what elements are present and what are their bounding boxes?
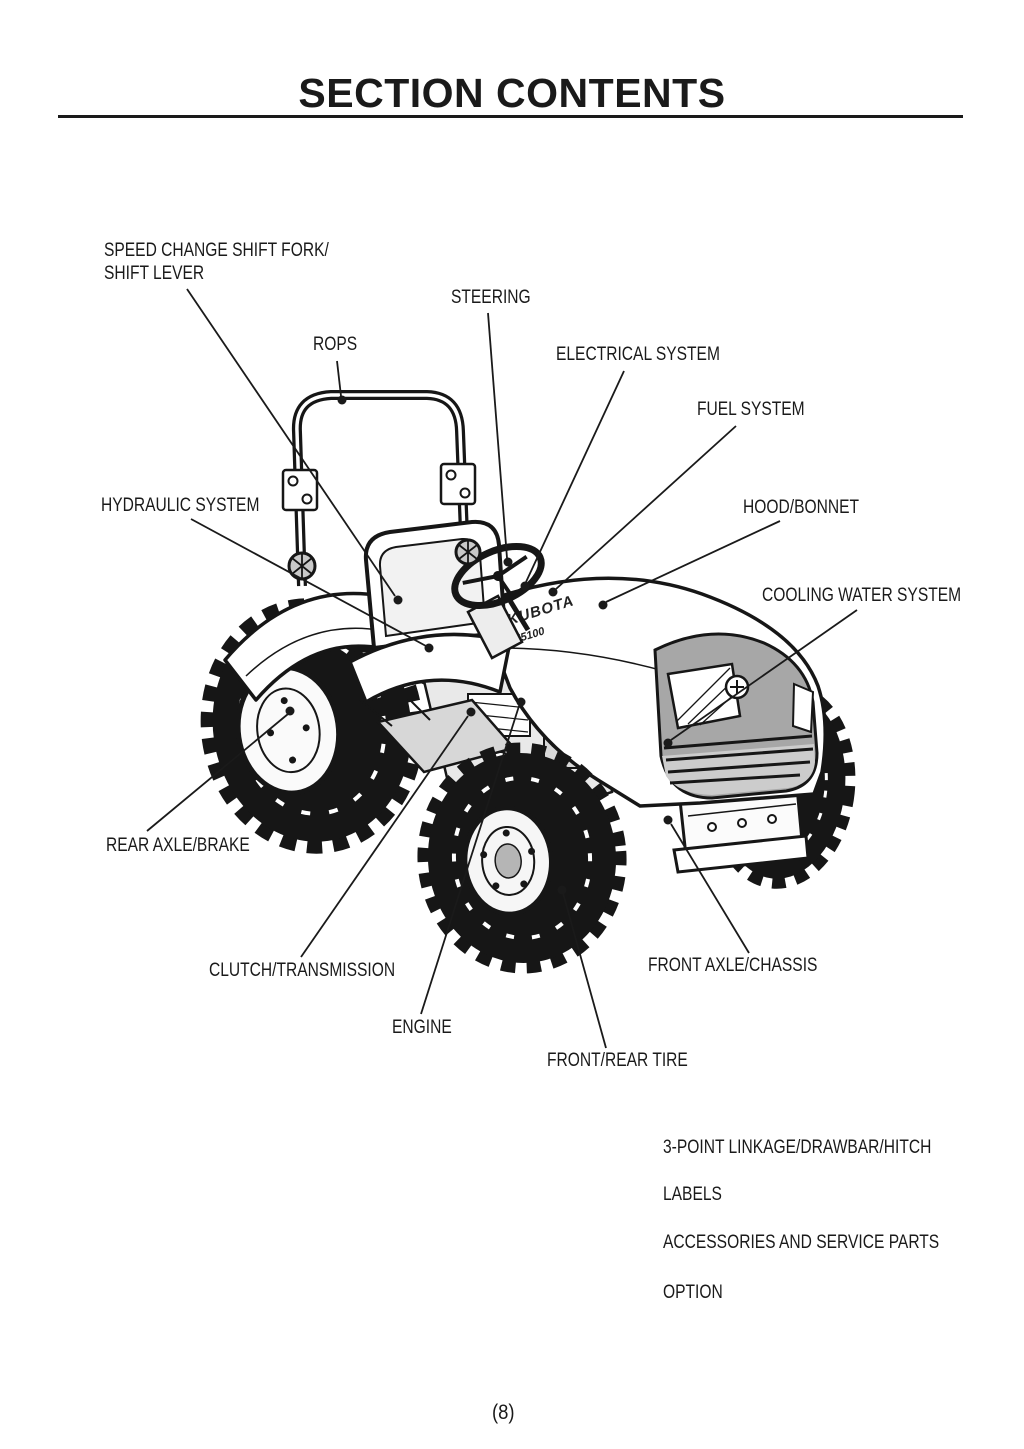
leader-engine	[420, 705, 520, 1015]
callout-steering: STEERING	[451, 287, 531, 308]
leader-cooling	[670, 609, 858, 741]
callout-electrical-system: ELECTRICAL SYSTEM	[556, 344, 720, 365]
leader-dot-hydraulic	[424, 643, 434, 653]
callout-speed-change-shift-fork: SPEED CHANGE SHIFT FORK/ SHIFT LEVER	[104, 240, 329, 284]
leader-dot-electrical	[520, 581, 530, 591]
leader-dot-cooling	[663, 738, 673, 748]
leader-clutch	[300, 715, 469, 958]
leader-electrical	[525, 370, 625, 583]
title-underline	[58, 115, 963, 118]
leader-dot-rops	[337, 395, 347, 405]
callout-fuel-system: FUEL SYSTEM	[697, 399, 805, 420]
callout-rear-axle-brake: REAR AXLE/BRAKE	[106, 835, 250, 856]
callout-clutch-transmission: CLUTCH/TRANSMISSION	[209, 960, 396, 981]
callout-hydraulic-system: HYDRAULIC SYSTEM	[101, 495, 260, 516]
leader-steering	[487, 312, 508, 559]
related-section-option: OPTION	[663, 1282, 723, 1303]
leader-dot-engine	[516, 697, 526, 707]
dash-cowl	[466, 594, 524, 660]
leader-fuel	[555, 425, 737, 590]
leader-dot-front-tire	[557, 885, 567, 895]
taillight-left	[287, 551, 317, 581]
callout-front-axle-chassis: FRONT AXLE/CHASSIS	[648, 955, 818, 976]
leader-rops	[336, 360, 342, 397]
leader-dot-speed-change	[393, 595, 403, 605]
callout-rops: ROPS	[313, 334, 358, 355]
front-left-wheel	[417, 742, 627, 974]
related-section-3-point-linkage: 3-POINT LINKAGE/DRAWBAR/HITCH	[663, 1137, 932, 1158]
leader-front-axle	[670, 823, 750, 954]
related-section-labels: LABELS	[663, 1184, 722, 1205]
callout-hood-bonnet: HOOD/BONNET	[743, 497, 859, 518]
headlight-right	[791, 682, 815, 734]
callout-front-rear-tire: FRONT/REAR TIRE	[547, 1050, 688, 1071]
leader-hood	[605, 520, 781, 603]
leader-dot-clutch	[466, 707, 476, 717]
leader-dot-steering	[503, 557, 513, 567]
rops-bar	[281, 390, 477, 587]
leader-hydraulic	[190, 518, 427, 647]
leader-dot-hood	[598, 600, 608, 610]
callout-cooling-water-system: COOLING WATER SYSTEM	[762, 585, 962, 606]
steering-wheel	[451, 542, 545, 632]
leader-front-tire	[562, 892, 607, 1049]
grille	[653, 632, 819, 800]
leader-lines	[146, 288, 858, 1049]
leader-dot-rear-axle	[285, 706, 295, 716]
taillight-right	[454, 538, 482, 566]
callout-engine: ENGINE	[392, 1017, 452, 1038]
headlight-left	[666, 662, 742, 730]
leader-dot-front-axle	[663, 815, 673, 825]
leader-dot-fuel	[548, 587, 558, 597]
page-number: (8)	[492, 1401, 515, 1424]
leader-speed-change	[186, 288, 396, 597]
leader-rear-axle	[146, 713, 289, 832]
front-weight-bracket	[672, 785, 810, 874]
page-title: SECTION CONTENTS	[298, 70, 726, 116]
related-section-accessories: ACCESSORIES AND SERVICE PARTS	[663, 1232, 940, 1253]
